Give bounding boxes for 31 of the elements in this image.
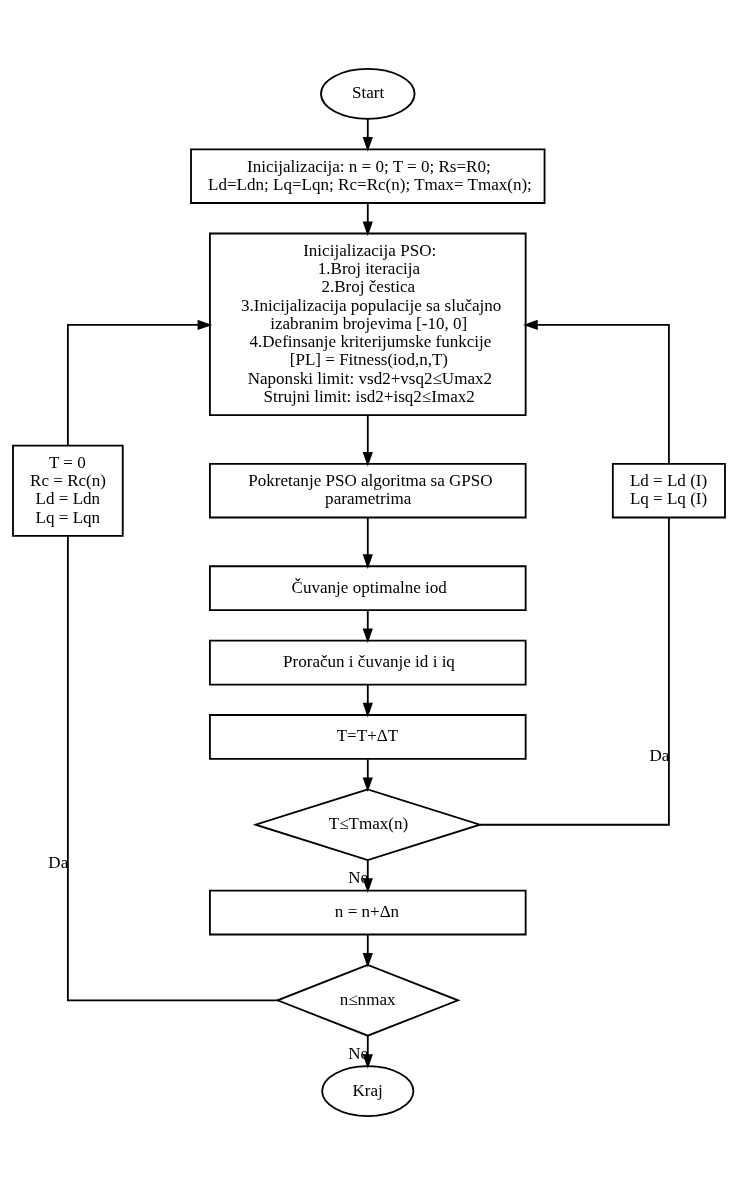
arrow: [362, 413, 373, 467]
connector: [66, 534, 279, 1001]
arrow: [362, 117, 373, 152]
node-ellipse: Start: [320, 67, 416, 120]
node-box: Inicijalizacija: n = 0; T = 0; Rs=R0; Ld=Ldn; Lq=Lqn; Rc=Rc(n); Tmax= Tmax(n);: [190, 147, 546, 204]
node-box: n = n+Δn: [209, 889, 527, 935]
node-diamond: n≤nmax: [275, 963, 461, 1037]
connector: [479, 516, 670, 826]
node-box: Čuvanje optimalne iod: [209, 564, 527, 611]
node-box: T = 0 Rc = Rc(n) Ld = Ldn Lq = Lqn: [12, 444, 124, 537]
edge-label: Da: [649, 745, 670, 765]
node-ellipse: Kraj: [321, 1064, 415, 1117]
edge-label: Ne: [348, 867, 369, 887]
edge-label: Da: [48, 852, 69, 872]
arrow: [362, 1034, 373, 1069]
arrow: [362, 683, 373, 717]
arrow: [362, 516, 373, 569]
arrow: [362, 757, 373, 792]
arrow: [362, 933, 373, 968]
edge-label: Ne: [348, 1043, 369, 1063]
arrow: [523, 319, 670, 465]
arrow: [362, 609, 373, 643]
node-box: Pokretanje PSO algoritma sa GPSO parametrima: [209, 462, 527, 518]
node-box: Inicijalizacija PSO: 1.Broj iteracija 2.Broj čestica 3.Inicijalizacija populacije sa slučajno izabranim brojevima [-10, 0] 4.Definsanje kriterijumske funkcije [PL] = Fitness(iod,n,T) Naponski limit: vsd2+vsq2≤Umax2 Strujni limit: isd2+isq2≤Imax2: [209, 232, 527, 416]
node-box: Proračun i čuvanje id i iq: [209, 639, 527, 685]
arrow: [362, 201, 373, 236]
node-box: Ld = Ld (I) Lq = Lq (I): [611, 462, 726, 518]
arrow: [362, 859, 373, 893]
arrow: [66, 319, 213, 446]
node-box: T=T+ΔT: [209, 713, 527, 760]
node-diamond: T≤Tmax(n): [252, 787, 483, 861]
